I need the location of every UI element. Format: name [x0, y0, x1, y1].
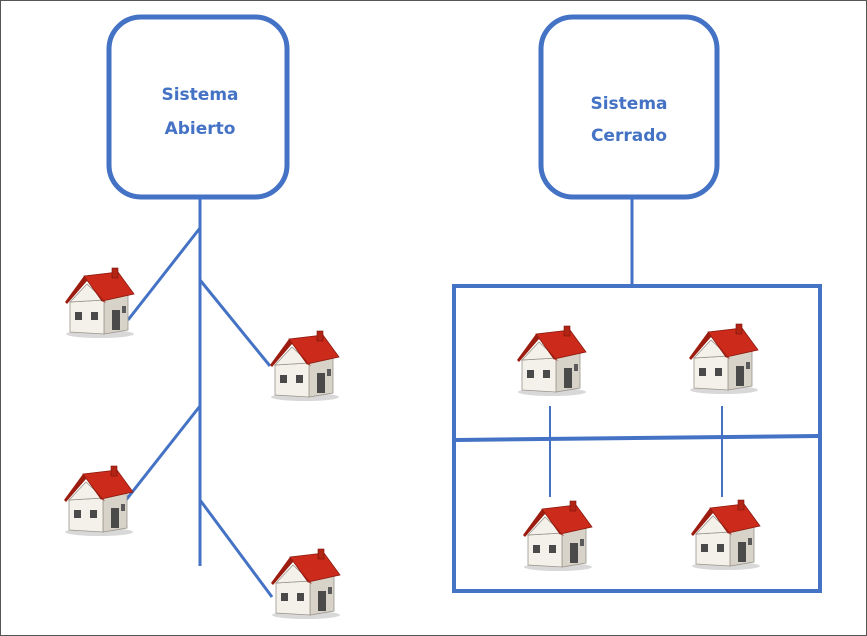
closed-system-divider-line [455, 434, 819, 442]
house-icon [63, 465, 134, 537]
house-icon [270, 548, 341, 620]
closed-system-title-line1: Sistema [590, 94, 667, 114]
closed-system-title-line2: Cerrado [591, 126, 667, 146]
open-system-branch-line [198, 499, 274, 598]
open-system-title-line1: Sistema [161, 85, 238, 105]
open-system-branch-line [126, 227, 202, 321]
open-system-branch-line [198, 279, 272, 367]
open-system-title-line2: Abierto [165, 119, 236, 139]
house-icon [269, 330, 340, 402]
open-system-box [106, 14, 290, 200]
house-icon [64, 267, 135, 339]
closed-system-box [538, 14, 720, 200]
open-system-branch-line [124, 405, 202, 501]
